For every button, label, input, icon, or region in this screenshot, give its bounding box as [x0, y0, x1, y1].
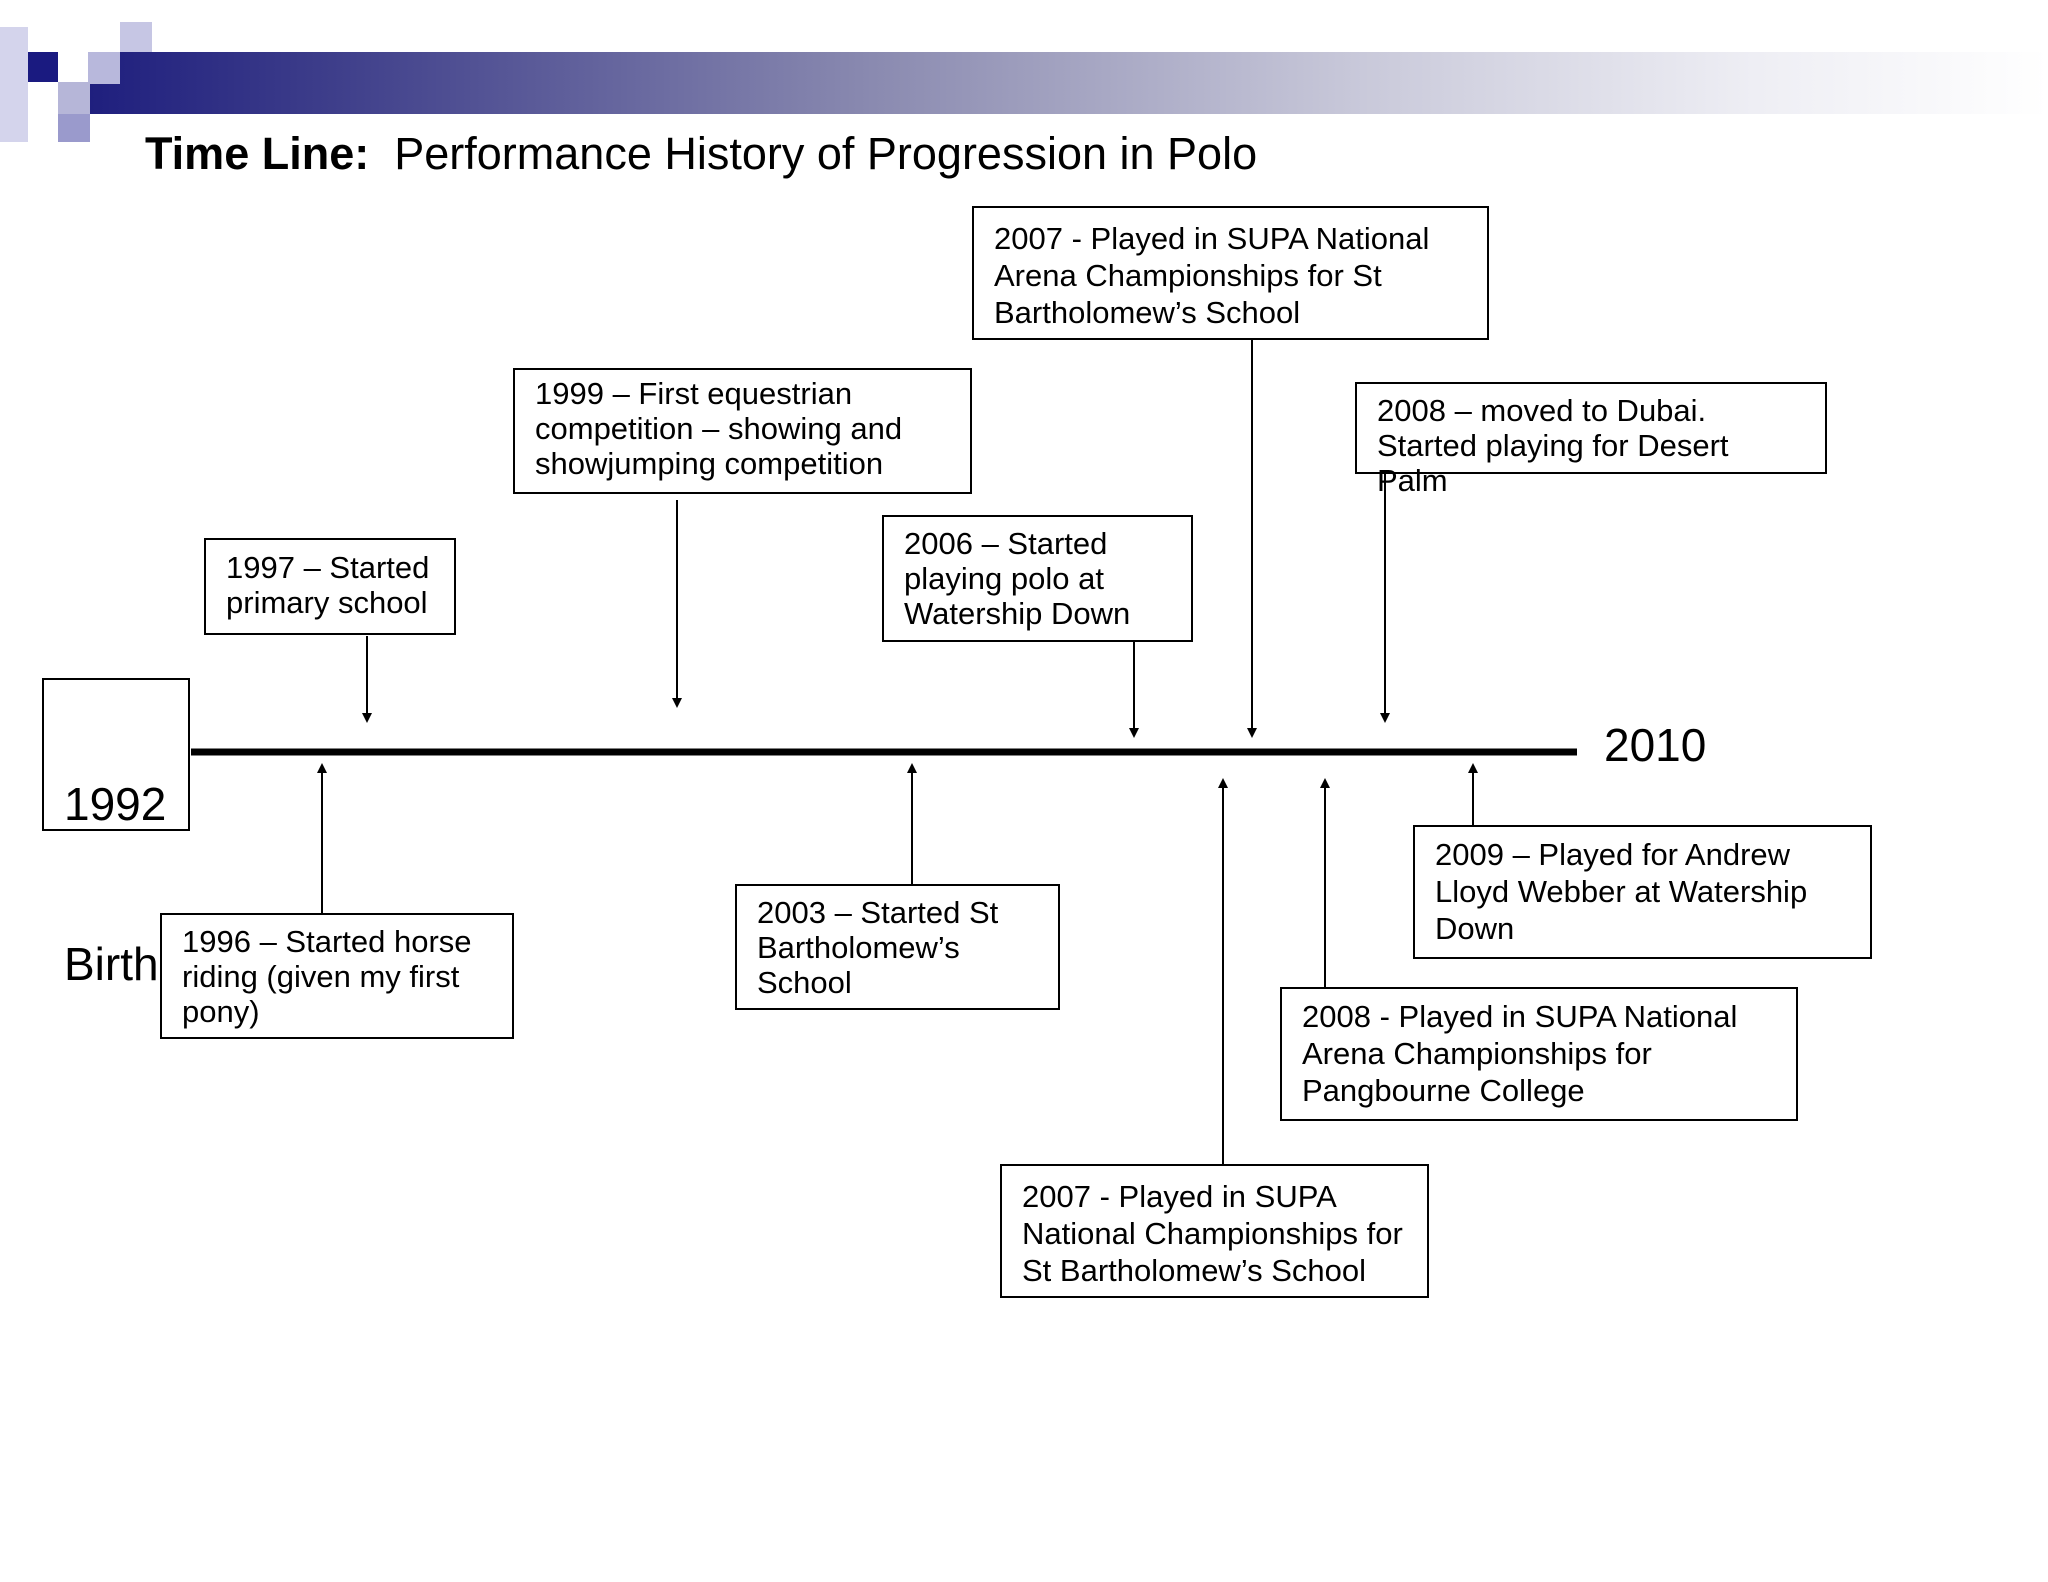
slide-title-bold: Time Line:	[145, 128, 370, 179]
header-square-mid	[58, 82, 90, 114]
header-square-light-2	[120, 22, 152, 52]
slide-title-rest: Performance History of Progression in Po…	[394, 128, 1258, 179]
slide-title: Time Line: Performance History of Progre…	[145, 128, 1257, 180]
header-square-dark	[28, 52, 58, 82]
event-2007-national: 2007 - Played in SUPA National Champions…	[1000, 1164, 1429, 1298]
event-1997: 1997 – Started primary school	[204, 538, 456, 635]
event-2009: 2009 – Played for Andrew Lloyd Webber at…	[1413, 825, 1872, 959]
header-square-mid-2	[58, 114, 90, 142]
event-2008-dubai: 2008 – moved to Dubai. Started playing f…	[1355, 382, 1827, 498]
timeline-end-year: 2010	[1604, 719, 1707, 771]
timeline-start-box: 1992 Birth	[42, 678, 190, 990]
start-label: Birth	[64, 938, 159, 990]
header-gradient-band	[90, 52, 2048, 114]
start-year: 1992	[64, 778, 167, 830]
header-square-light-3	[88, 52, 120, 84]
event-1999: 1999 – First equestrian competition – sh…	[513, 368, 972, 494]
event-2007-arena: 2007 - Played in SUPA National Arena Cha…	[972, 206, 1489, 340]
header-square-light-1	[0, 27, 28, 142]
event-2008-arena: 2008 - Played in SUPA National Arena Cha…	[1280, 987, 1798, 1121]
event-2006: 2006 – Started playing polo at Watership…	[882, 515, 1193, 642]
event-1996: 1996 – Started horse riding (given my fi…	[160, 913, 514, 1039]
event-2003: 2003 – Started St Bartholomew’s School	[735, 884, 1060, 1010]
